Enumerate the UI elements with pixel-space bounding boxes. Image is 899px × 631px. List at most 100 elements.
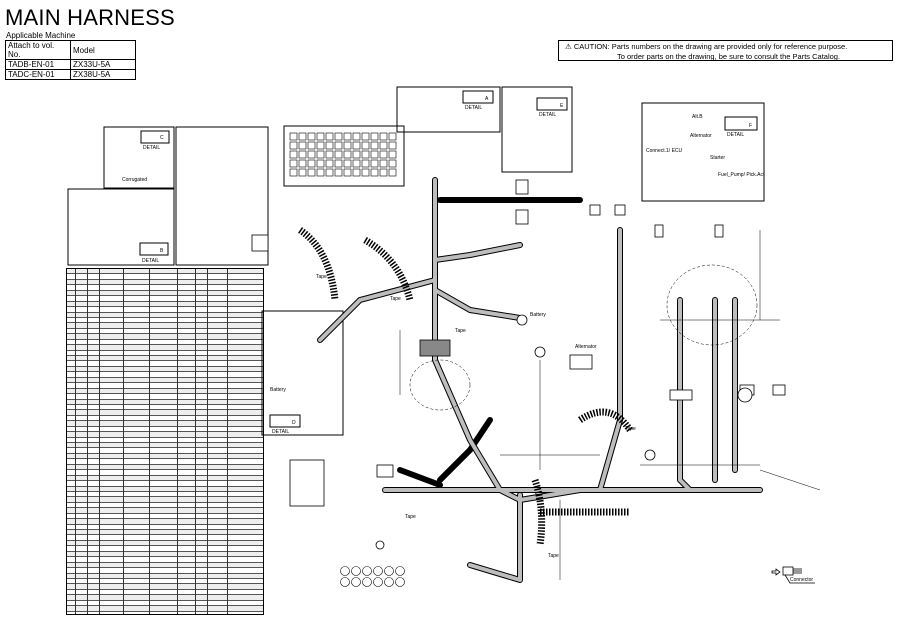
table-row xyxy=(67,508,263,514)
connector-pin xyxy=(298,141,307,150)
connector-pin xyxy=(352,141,361,150)
connector-legend-label: Connector xyxy=(790,577,813,583)
table-row xyxy=(67,334,263,340)
table-row xyxy=(67,557,263,563)
table-column-divider xyxy=(227,269,228,614)
detail-letter-a: A xyxy=(485,96,489,102)
connector-pin xyxy=(316,159,325,168)
connector-pin xyxy=(361,150,370,159)
caution-line-2: To order parts on the drawing, be sure t… xyxy=(617,51,841,61)
connector-pin xyxy=(325,168,334,177)
table-row xyxy=(67,356,263,362)
table-column-divider xyxy=(99,269,100,614)
table-row xyxy=(67,361,263,367)
table-row xyxy=(67,307,263,313)
tape-label: Tape xyxy=(390,296,401,302)
connectors xyxy=(251,179,786,550)
table-row xyxy=(67,421,263,427)
connector-pin xyxy=(370,150,379,159)
connector-pin xyxy=(298,132,307,141)
table-header-row: Attach to vol. No. Model xyxy=(5,40,136,60)
connector-grid-box xyxy=(283,125,405,187)
detail-word: DETAIL xyxy=(465,105,482,111)
table-row xyxy=(67,486,263,492)
table-row xyxy=(67,551,263,558)
table-column-divider xyxy=(177,269,178,614)
table-row xyxy=(67,464,263,471)
tape-label: Tape xyxy=(455,328,466,334)
wire-list-table xyxy=(66,268,264,615)
connector-pin xyxy=(289,159,298,168)
table-row xyxy=(67,459,263,465)
table-row xyxy=(67,432,263,438)
connector-pin xyxy=(307,141,316,150)
reference-circle xyxy=(351,577,361,587)
connector-pin xyxy=(316,132,325,141)
table-row xyxy=(67,394,263,400)
connector-pin xyxy=(343,168,352,177)
connector-pin xyxy=(343,141,352,150)
detail-e-box xyxy=(501,86,573,173)
connector-pin xyxy=(298,150,307,159)
applicable-machine-table: Attach to vol. No. Model TADB-EN-01 ZX33… xyxy=(5,40,136,80)
table-row xyxy=(67,296,263,302)
table-column-divider xyxy=(207,269,208,614)
connector-pin xyxy=(334,132,343,141)
cell: ZX38U-5A xyxy=(70,69,136,80)
connector-pin xyxy=(361,159,370,168)
table-row xyxy=(67,513,263,520)
table-column-divider xyxy=(195,269,196,614)
detail-b-box xyxy=(67,188,175,266)
table-row xyxy=(67,540,263,547)
table-column-divider xyxy=(75,269,76,614)
detail-letter-d: D xyxy=(292,420,296,426)
table-row xyxy=(67,328,263,335)
table-row xyxy=(67,453,263,460)
tape-label: Tape xyxy=(548,553,559,559)
table-row xyxy=(67,312,263,318)
connector-pin xyxy=(325,150,334,159)
connector-pin xyxy=(352,132,361,141)
table-row xyxy=(67,530,263,536)
starter-label: Starter xyxy=(710,155,725,161)
tape-label: Tape xyxy=(316,274,327,280)
page-title: MAIN HARNESS xyxy=(5,5,175,30)
table-row xyxy=(67,519,263,525)
battery-connector-label: Battery xyxy=(530,312,546,318)
reference-circle xyxy=(395,577,405,587)
table-row xyxy=(67,404,263,411)
reference-circle xyxy=(362,566,372,576)
table-row xyxy=(67,399,263,405)
connector-pin xyxy=(325,132,334,141)
table-row xyxy=(67,481,263,487)
connector-pin xyxy=(298,159,307,168)
table-row xyxy=(67,497,263,503)
table-row xyxy=(67,573,263,579)
connector-pin xyxy=(289,132,298,141)
table-row xyxy=(67,274,263,280)
table-row xyxy=(67,372,263,378)
detail-word: DETAIL xyxy=(539,112,556,118)
table-column-divider xyxy=(149,269,150,614)
table-row xyxy=(67,269,263,275)
table-row xyxy=(67,606,263,612)
connector-pin xyxy=(307,150,316,159)
detail-word: DETAIL xyxy=(142,258,159,264)
connector-pin xyxy=(343,159,352,168)
caution-box: ⚠ CAUTION: Parts numbers on the drawing … xyxy=(558,40,893,61)
connector-pin xyxy=(343,150,352,159)
connector-pin xyxy=(388,168,397,177)
table-row xyxy=(67,491,263,498)
connect-ecu-label: Connect.1/ ECU xyxy=(646,148,683,154)
reference-circle xyxy=(340,566,350,576)
connector-pin xyxy=(334,168,343,177)
connector-pin xyxy=(334,150,343,159)
connector-pin xyxy=(289,150,298,159)
table-row xyxy=(67,589,263,596)
connector-pin xyxy=(370,168,379,177)
table-row xyxy=(67,415,263,422)
section-view-box xyxy=(175,126,269,266)
detail-word: DETAIL xyxy=(272,429,289,435)
battery-label: Battery xyxy=(270,387,286,393)
